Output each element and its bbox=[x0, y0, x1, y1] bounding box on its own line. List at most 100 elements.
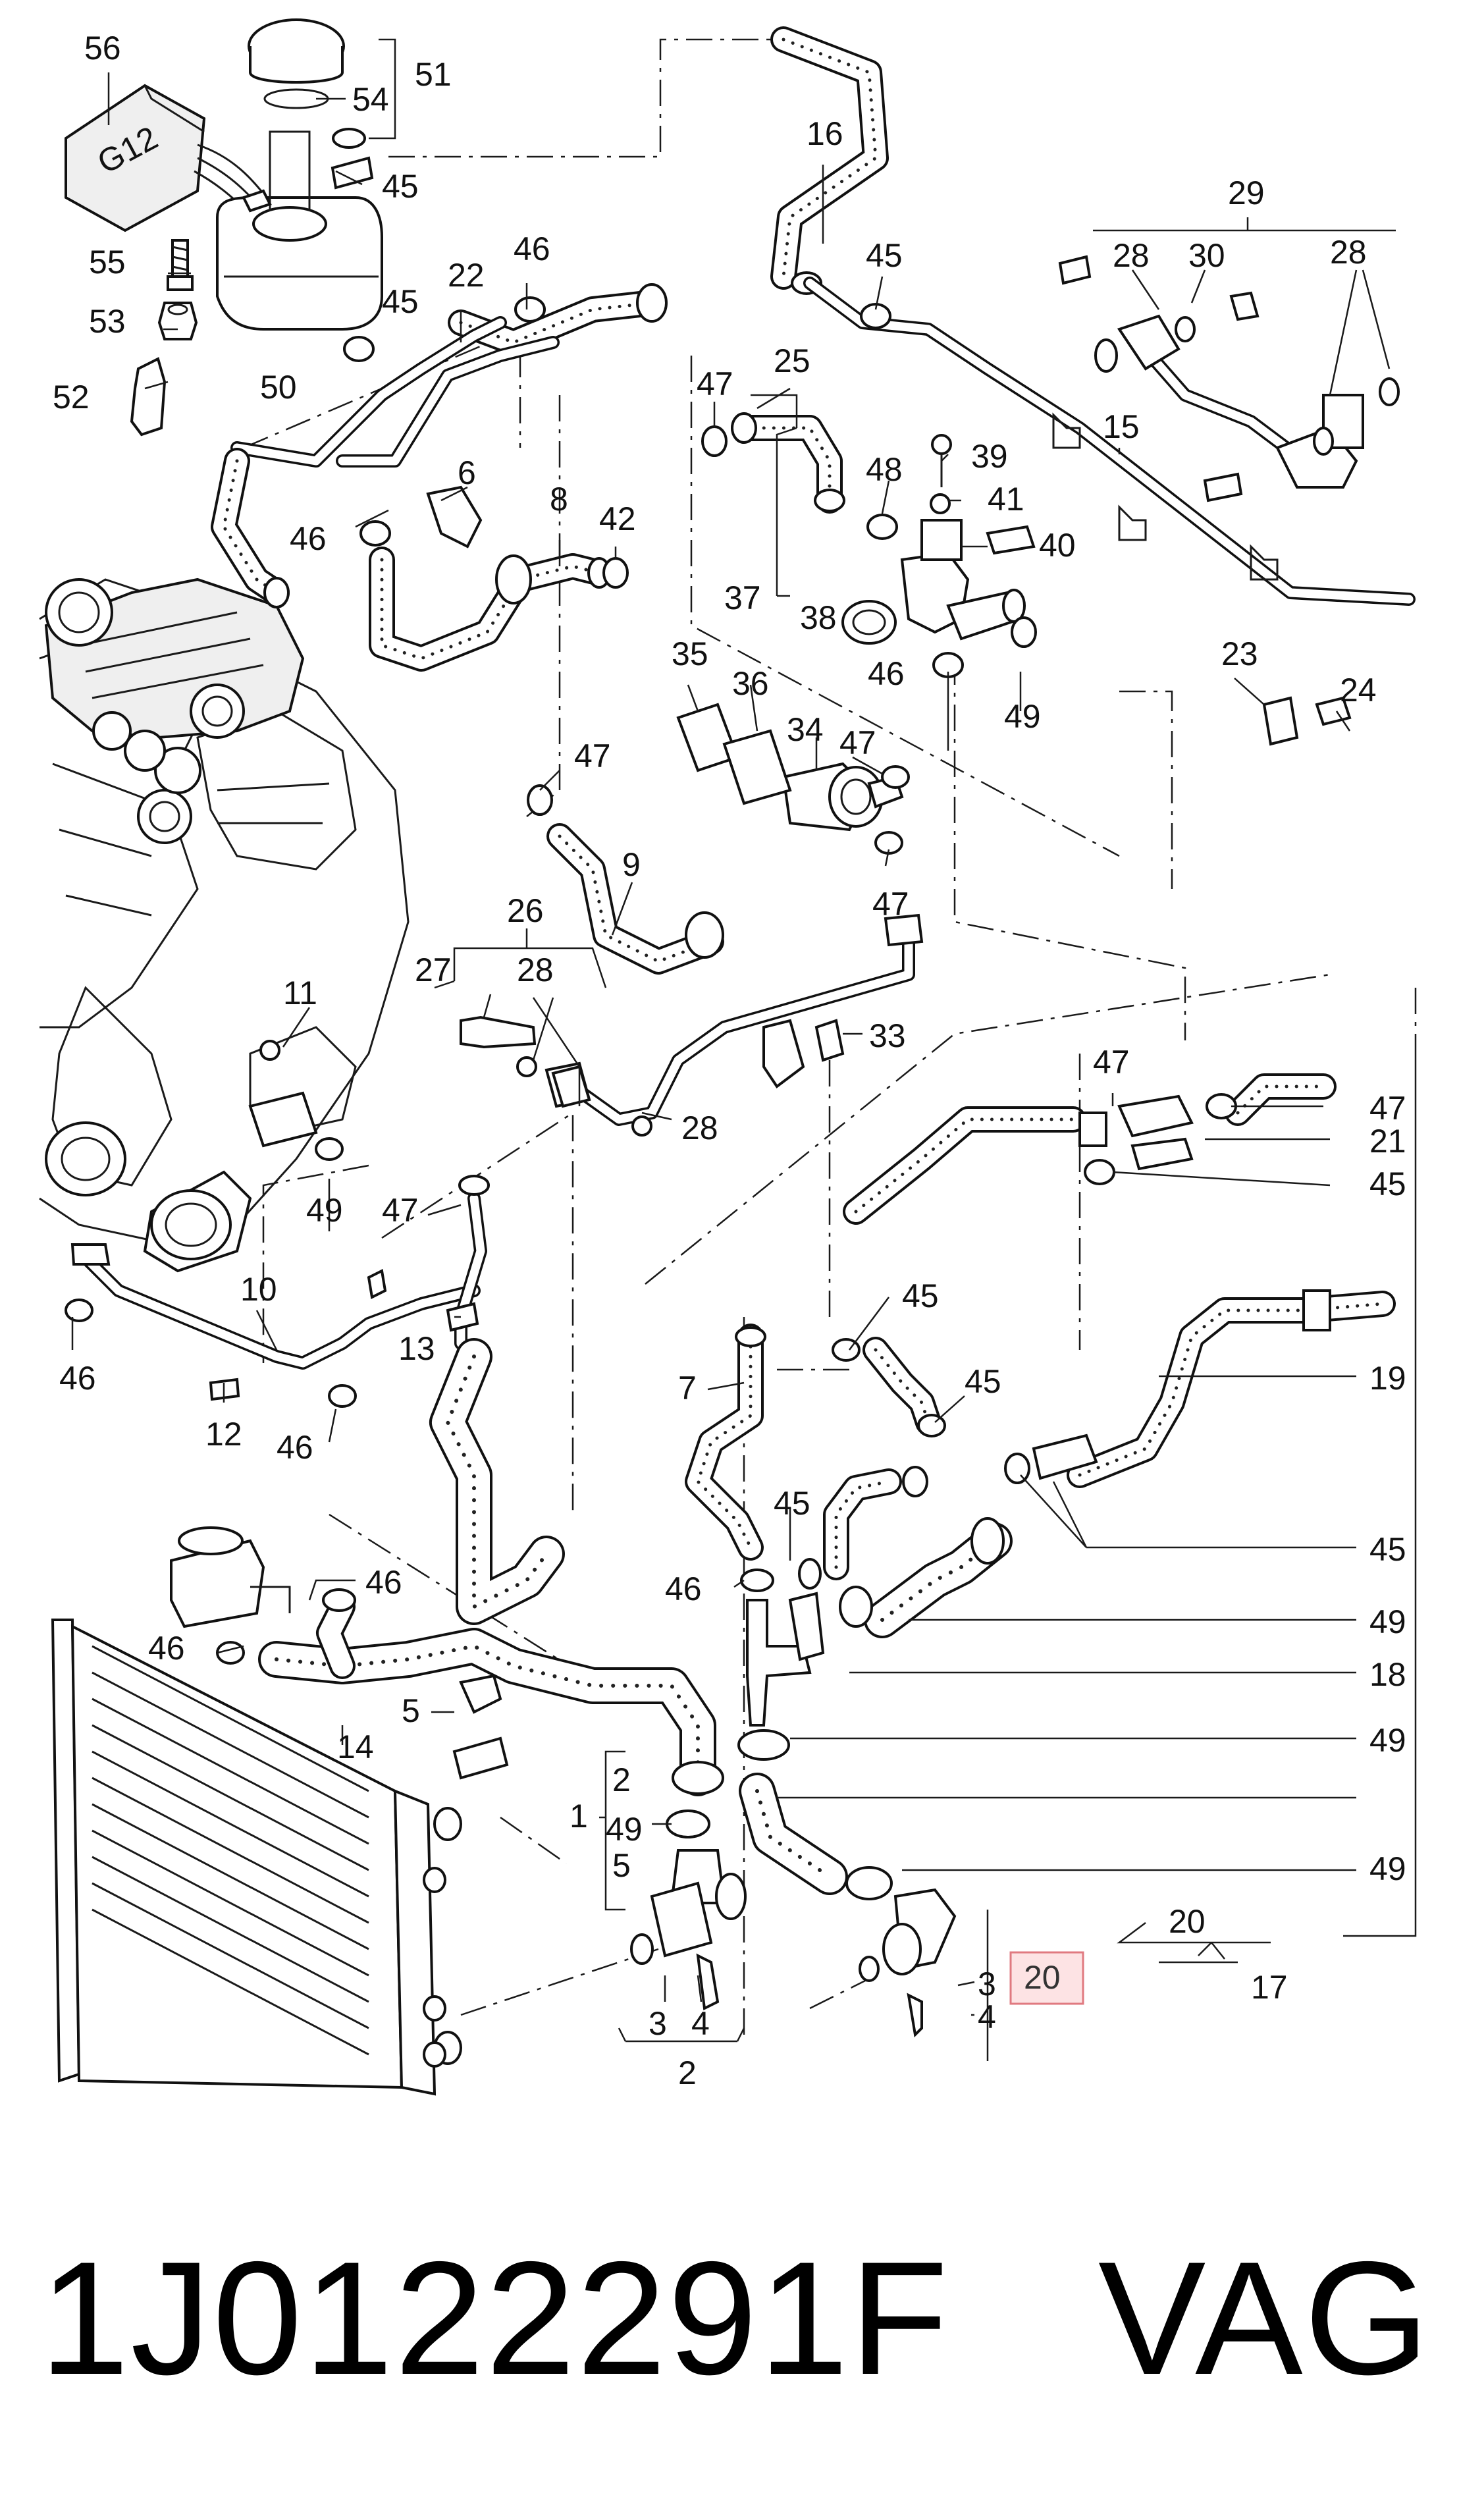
hose-25 bbox=[731, 412, 845, 514]
callout-29: 29 bbox=[1228, 174, 1265, 211]
engine-block bbox=[39, 577, 410, 1273]
callout-45: 45 bbox=[965, 1363, 1001, 1400]
callout-46: 46 bbox=[290, 520, 327, 557]
callout-23: 23 bbox=[1221, 635, 1258, 672]
callout-46: 46 bbox=[665, 1570, 702, 1607]
callout-51: 51 bbox=[415, 56, 452, 93]
callout-25: 25 bbox=[774, 342, 810, 379]
hose-18 bbox=[739, 1773, 848, 1895]
callout-47: 47 bbox=[1369, 1090, 1406, 1127]
callout-11: 11 bbox=[283, 975, 317, 1011]
callout-1: 1 bbox=[570, 1798, 588, 1835]
callout-47: 47 bbox=[574, 737, 611, 774]
hose-45-lower bbox=[864, 1517, 1013, 1638]
callout-55: 55 bbox=[89, 244, 126, 281]
thermostat-housing-37 bbox=[841, 434, 1036, 645]
callout-47: 47 bbox=[872, 886, 909, 923]
callout-2: 2 bbox=[612, 1761, 631, 1798]
callout-12: 12 bbox=[205, 1416, 242, 1453]
callout-17: 17 bbox=[1251, 1969, 1288, 2006]
callout-28: 28 bbox=[681, 1110, 718, 1146]
footer: 1J0122291F VAG bbox=[0, 2219, 1459, 2417]
callout-30: 30 bbox=[1188, 237, 1225, 274]
hose-10-pipe bbox=[70, 1243, 481, 1370]
callout-46: 46 bbox=[868, 655, 905, 692]
callout-15: 15 bbox=[1103, 408, 1140, 445]
callout-5: 5 bbox=[402, 1692, 420, 1729]
highlighted-callout[interactable]: 20 bbox=[1009, 1951, 1084, 2005]
callout-20: 20 bbox=[1169, 1903, 1206, 1940]
callout-3: 3 bbox=[978, 1966, 996, 2002]
callout-28: 28 bbox=[1330, 234, 1367, 271]
hose-left-vertical bbox=[454, 1192, 487, 1350]
callout-52: 52 bbox=[53, 379, 90, 416]
pump-34 bbox=[426, 485, 1352, 1088]
callout-40: 40 bbox=[1039, 527, 1076, 564]
callout-34: 34 bbox=[787, 711, 824, 748]
callout-2: 2 bbox=[678, 2054, 697, 2091]
hose-45-mid bbox=[823, 1337, 942, 1580]
hose-16 bbox=[770, 26, 889, 295]
callout-46: 46 bbox=[59, 1360, 96, 1397]
callout-47: 47 bbox=[697, 365, 733, 402]
callout-47: 47 bbox=[839, 724, 876, 761]
callout-45: 45 bbox=[866, 237, 903, 274]
callout-28: 28 bbox=[517, 952, 554, 988]
callout-53: 53 bbox=[89, 303, 126, 340]
callout-4: 4 bbox=[691, 2005, 710, 2042]
part-number: 1J0122291F bbox=[40, 2228, 950, 2408]
callout-49: 49 bbox=[1004, 698, 1041, 735]
callout-54: 54 bbox=[352, 81, 389, 118]
callout-47: 47 bbox=[1093, 1044, 1130, 1081]
callout-16: 16 bbox=[807, 115, 843, 152]
callout-13: 13 bbox=[398, 1330, 435, 1367]
callout-26: 26 bbox=[507, 892, 544, 929]
callout-19: 19 bbox=[1369, 1360, 1406, 1397]
leader-lines bbox=[71, 38, 1417, 2061]
pipe-22 bbox=[230, 316, 560, 468]
callout-10: 10 bbox=[240, 1271, 277, 1308]
highlighted-callout-label: 20 bbox=[1024, 1959, 1061, 1996]
callout-45: 45 bbox=[382, 168, 419, 205]
reference-lines bbox=[243, 38, 1417, 2035]
coolant-reservoir: G12 bbox=[65, 18, 383, 331]
callout-39: 39 bbox=[971, 438, 1008, 475]
callout-46: 46 bbox=[365, 1564, 402, 1601]
hose-main-center bbox=[429, 1338, 565, 1625]
callout-33: 33 bbox=[869, 1017, 906, 1054]
callout-49: 49 bbox=[606, 1811, 643, 1848]
hose-21 bbox=[1078, 1073, 1337, 1171]
radiator bbox=[51, 1619, 462, 2096]
callout-50: 50 bbox=[260, 369, 297, 406]
callout-46: 46 bbox=[277, 1429, 313, 1466]
callout-24: 24 bbox=[1340, 672, 1377, 709]
callout-3: 3 bbox=[649, 2005, 667, 2042]
callout-35: 35 bbox=[672, 635, 708, 672]
callout-49: 49 bbox=[1369, 1850, 1406, 1887]
callout-47: 47 bbox=[382, 1192, 419, 1229]
callout-45: 45 bbox=[382, 283, 419, 320]
callout-21: 21 bbox=[1369, 1123, 1406, 1160]
callout-38: 38 bbox=[800, 599, 837, 636]
flange-29 bbox=[1094, 291, 1400, 502]
brand-label: VAG bbox=[1098, 2228, 1431, 2408]
hose-19 bbox=[1032, 1289, 1396, 1488]
misc-fasteners-top-left bbox=[130, 239, 198, 437]
callout-48: 48 bbox=[866, 451, 903, 488]
callout-14: 14 bbox=[337, 1729, 374, 1765]
hose-left-upper bbox=[211, 448, 290, 608]
connectors-lower bbox=[459, 1592, 957, 2038]
callout-6: 6 bbox=[458, 454, 476, 491]
callout-45: 45 bbox=[1369, 1166, 1406, 1202]
callout-7: 7 bbox=[678, 1370, 697, 1407]
callout-49: 49 bbox=[1369, 1603, 1406, 1640]
hose-9 bbox=[546, 823, 724, 975]
callout-45: 45 bbox=[902, 1277, 939, 1314]
callout-37: 37 bbox=[724, 579, 761, 616]
callout-45: 45 bbox=[774, 1485, 810, 1522]
callout-22: 22 bbox=[448, 257, 485, 294]
callout-28: 28 bbox=[1113, 237, 1150, 274]
callout-46: 46 bbox=[514, 230, 550, 267]
callout-45: 45 bbox=[1369, 1531, 1406, 1568]
